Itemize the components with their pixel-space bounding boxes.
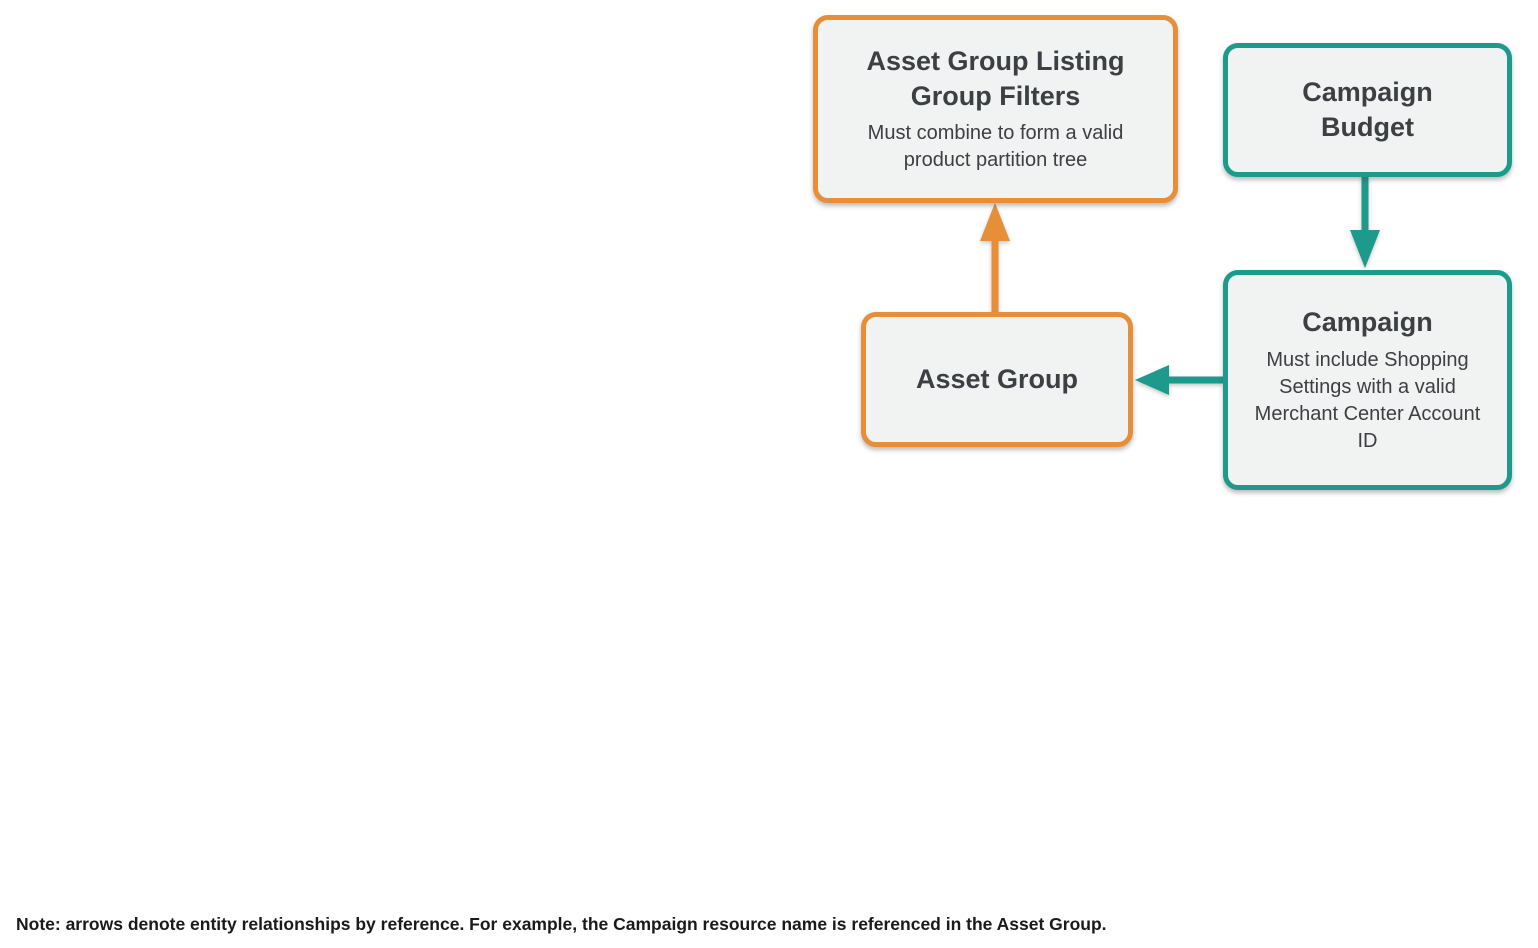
node-subtitle: Must combine to form a valid product par… — [867, 122, 1124, 172]
node-asset-group: Asset Group — [861, 312, 1133, 447]
node-title: Campaign — [1302, 307, 1433, 338]
node-title: Asset Group Listing Group Filters — [866, 45, 1125, 111]
node-title: Asset Group — [915, 363, 1079, 394]
footnote: Note: arrows denote entity relationships… — [16, 914, 1107, 934]
node-subtitle: Must include Shopping Settings with a va… — [1254, 348, 1481, 452]
node-title: Campaign Budget — [1302, 76, 1433, 142]
node-asset-group-listing-group-filters: Asset Group Listing Group Filters Must c… — [813, 15, 1178, 203]
arrow-campaign-budget-to-campaign — [1350, 177, 1380, 268]
node-campaign: Campaign Must include Shopping Settings … — [1223, 270, 1512, 490]
arrow-campaign-to-asset-group — [1135, 365, 1223, 395]
node-campaign-budget: Campaign Budget — [1223, 43, 1512, 177]
arrow-asset-group-to-filters — [980, 203, 1010, 312]
